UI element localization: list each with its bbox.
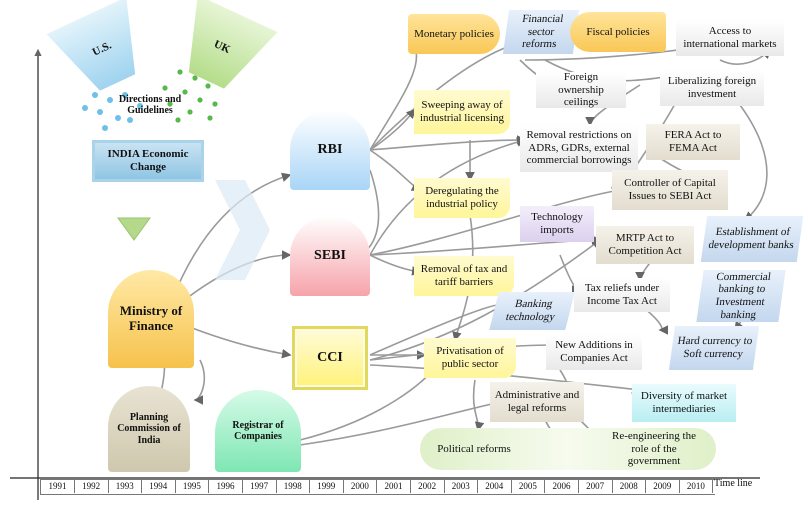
timeline-year: 2007 (579, 479, 613, 493)
removal-restrictions: Removal restrictions on ADRs, GDRs, exte… (520, 124, 638, 172)
directions-label: Directions and Guidelines (118, 93, 182, 117)
privatisation-public-sector: Privatisation of public sector (424, 338, 516, 378)
uk-label: UK (212, 37, 233, 56)
rbi-node: RBI (290, 110, 370, 190)
political-reforms: Political reforms (437, 442, 511, 455)
monetary-policies: Monetary policies (408, 14, 500, 54)
timeline (40, 479, 715, 495)
deregulating-industrial-policy: Deregulating the industrial policy (414, 178, 510, 218)
flow-chevron-arrow (215, 180, 270, 280)
establishment-development-banks: Establishment of development banks (700, 216, 804, 262)
liberalizing-foreign-investment: Liberalizing foreign investment (660, 70, 764, 106)
timeline-year: 2008 (612, 479, 647, 493)
timeline-year: 1995 (175, 479, 210, 493)
technology-imports: Technology imports (520, 206, 594, 242)
timeline-year: 1991 (41, 479, 75, 493)
fiscal-policies: Fiscal policies (570, 12, 666, 52)
new-additions-companies-act: New Additions in Companies Act (546, 334, 642, 370)
timeline-year: 2002 (411, 479, 445, 493)
us-label: U.S. (90, 39, 114, 59)
access-international-markets: Access to international markets (676, 20, 784, 56)
ministry-of-finance: Ministry of Finance (108, 270, 194, 368)
commercial-to-investment-banking: Commercial banking to Investment banking (696, 270, 786, 322)
uk-guideline-dots (162, 69, 218, 123)
banking-technology: Banking technology (489, 292, 575, 330)
timeline-year: 2001 (377, 479, 411, 493)
reengineering-government: Re-engineering the role of the governmen… (612, 430, 696, 468)
timeline-label: Time line (714, 478, 753, 490)
administrative-legal-reforms: Administrative and legal reforms (490, 382, 584, 422)
cci-node: CCI (292, 326, 368, 390)
timeline-year: 2004 (478, 479, 512, 493)
fera-to-fema: FERA Act to FEMA Act (646, 124, 740, 160)
timeline-year: 2005 (511, 479, 546, 493)
timeline-year: 1992 (75, 479, 109, 493)
us-guideline-dots (82, 92, 143, 131)
timeline-year: 2006 (545, 479, 579, 493)
timeline-year: 1999 (310, 479, 344, 493)
timeline-year: 2009 (646, 479, 680, 493)
timeline-year: 1998 (276, 479, 311, 493)
political-reforms-bar: Political reforms Re-engineering the rol… (420, 428, 716, 470)
timeline-year: 2003 (444, 479, 479, 493)
timeline-year: 2010 (679, 479, 714, 493)
timeline-year: 2000 (343, 479, 378, 493)
mrtp-to-competition-act: MRTP Act to Competition Act (596, 226, 694, 264)
controller-capital-issues: Controller of Capital Issues to SEBI Act (612, 170, 728, 210)
tax-reliefs-income-tax-act: Tax reliefs under Income Tax Act (574, 278, 670, 312)
timeline-year: 1993 (108, 479, 143, 493)
timeline-year: 1994 (142, 479, 176, 493)
timeline-year: 1996 (209, 479, 243, 493)
timeline-year: 1997 (243, 479, 277, 493)
planning-commission: Planning Commission of India (108, 386, 190, 472)
hard-to-soft-currency: Hard currency to Soft currency (668, 326, 760, 370)
sebi-node: SEBI (290, 216, 370, 296)
india-box: INDIA Economic Change (92, 140, 204, 182)
financial-sector-reforms: Financial sector reforms (502, 10, 580, 54)
registrar-of-companies: Registrar of Companies (215, 390, 301, 472)
down-chevron-arrow (118, 218, 150, 240)
removal-tax-tariff-barriers: Removal of tax and tariff barriers (414, 256, 514, 296)
sweeping-industrial-licensing: Sweeping away of industrial licensing (414, 90, 510, 134)
diversity-market-intermediaries: Diversity of market intermediaries (632, 384, 736, 422)
foreign-ownership-ceilings: Foreign ownership ceilings (536, 71, 626, 108)
